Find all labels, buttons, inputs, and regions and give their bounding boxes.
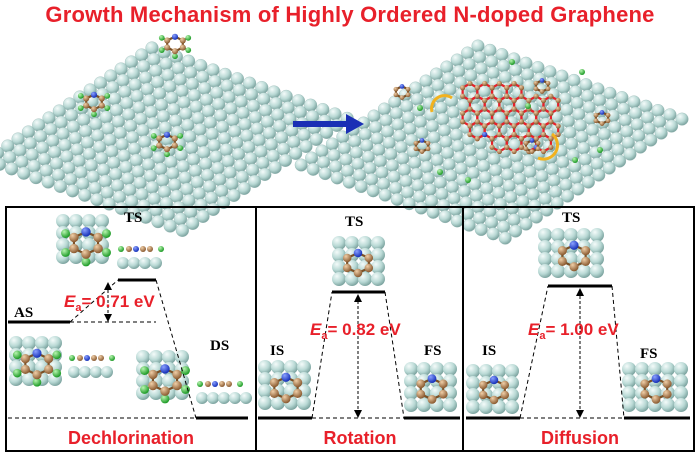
panel-label-diffusion: Diffusion xyxy=(541,428,619,448)
adsorbed-molecules-right xyxy=(393,59,611,183)
figure-title: Growth Mechanism of Highly Ordered N-dop… xyxy=(45,2,655,27)
panel-diffusion: IS TS FS Ea= 1.00 eV Diffusion xyxy=(466,210,690,448)
state-label-is: IS xyxy=(482,343,496,359)
surface-slab-right xyxy=(294,39,689,245)
panel-dechlorination: AS TS DS Ea= 0.71 eV Dechlorination xyxy=(8,210,252,448)
activation-energy-diffusion: Ea= 1.00 eV xyxy=(528,320,619,342)
state-label-as: AS xyxy=(14,305,33,321)
state-label-is: IS xyxy=(270,343,284,359)
transformation-arrow xyxy=(293,114,364,134)
panel-rotation: IS TS FS Ea= 0.82 eV Rotation xyxy=(258,214,460,448)
state-label-fs: FS xyxy=(424,343,442,359)
rotation-arrows xyxy=(430,94,559,161)
state-label-fs: FS xyxy=(640,346,658,362)
panels-frame xyxy=(5,206,695,452)
state-label-ts: TS xyxy=(562,210,580,226)
state-label-ts: TS xyxy=(124,210,142,226)
state-label-ts: TS xyxy=(345,214,363,230)
panel-label-rotation: Rotation xyxy=(324,428,397,448)
activation-energy-dechlorination: Ea= 0.71 eV xyxy=(64,292,155,314)
n-doped-graphene-flake xyxy=(460,80,561,155)
adsorbed-molecules-left xyxy=(77,33,192,158)
panel-label-dechlorination: Dechlorination xyxy=(68,428,194,448)
activation-energy-rotation: Ea= 0.82 eV xyxy=(310,320,401,342)
state-label-ds: DS xyxy=(210,338,229,354)
